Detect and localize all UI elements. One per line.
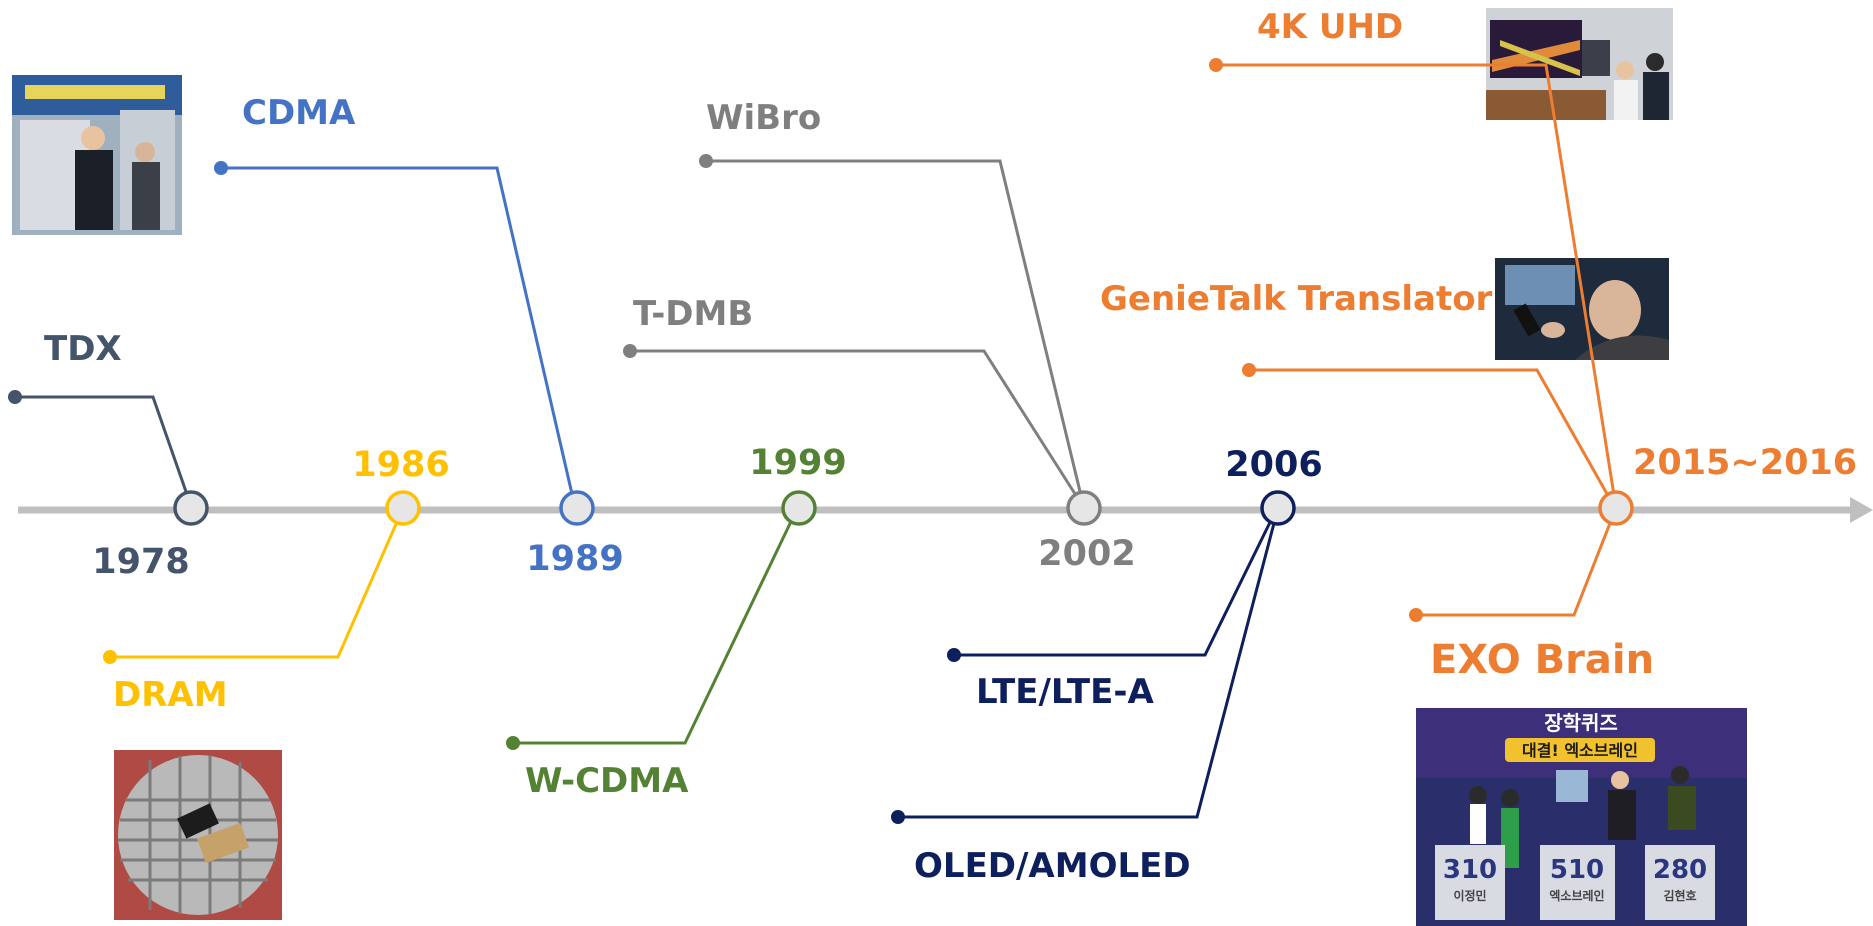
tech-label-oled: OLED/AMOLED bbox=[914, 846, 1191, 886]
exobrain-photo: 장학퀴즈 대결! 엑소브레인 310 510 280 이정민 엑소브레인 김현호 bbox=[1416, 708, 1747, 926]
node-1978 bbox=[173, 490, 209, 526]
node-1986 bbox=[385, 490, 421, 526]
year-label-1989: 1989 bbox=[526, 539, 623, 579]
connector-uhd bbox=[1216, 63, 1618, 509]
tech-label-dram: DRAM bbox=[113, 675, 228, 715]
tech-label-lte: LTE/LTE-A bbox=[976, 672, 1154, 712]
year-label-1986: 1986 bbox=[352, 445, 449, 485]
genietalk-photo bbox=[1495, 258, 1669, 360]
connector-genietalk bbox=[1249, 368, 1617, 509]
exobrain-name-mid: 엑소브레인 bbox=[1549, 888, 1604, 903]
tech-label-tdmb: T-DMB bbox=[633, 294, 753, 334]
exobrain-score-left: 310 bbox=[1443, 855, 1497, 885]
dot-cdma bbox=[214, 161, 228, 175]
year-label-2015-2016: 2015~2016 bbox=[1633, 443, 1857, 483]
connector-exobrain bbox=[1416, 507, 1618, 617]
dot-uhd bbox=[1209, 58, 1223, 72]
dot-wibro bbox=[699, 154, 713, 168]
exobrain-name-right: 김현호 bbox=[1663, 888, 1696, 903]
connector-tdmb bbox=[630, 349, 1086, 509]
connector-oled bbox=[898, 507, 1280, 819]
tech-label-uhd: 4K UHD bbox=[1257, 7, 1403, 47]
year-label-2002: 2002 bbox=[1038, 534, 1135, 574]
year-label-1999: 1999 bbox=[749, 443, 846, 483]
dot-tdmb bbox=[623, 344, 637, 358]
exobrain-sign-subtitle: 대결! 엑소브레인 bbox=[1522, 741, 1638, 760]
connector-cdma bbox=[221, 166, 577, 508]
dram-wafer-photo bbox=[114, 750, 282, 920]
timeline-axis bbox=[18, 497, 1873, 523]
exobrain-name-left: 이정민 bbox=[1453, 888, 1486, 903]
dot-oled bbox=[891, 810, 905, 824]
year-label-1978: 1978 bbox=[92, 542, 189, 582]
node-1989 bbox=[559, 490, 595, 526]
exobrain-score-right: 280 bbox=[1653, 855, 1707, 885]
dot-wcdma bbox=[506, 736, 520, 750]
connector-tdx bbox=[15, 395, 193, 507]
node-2002 bbox=[1066, 490, 1102, 526]
dot-exobrain bbox=[1409, 608, 1423, 622]
node-2006 bbox=[1260, 490, 1296, 526]
dot-genietalk bbox=[1242, 363, 1256, 377]
year-label-2006: 2006 bbox=[1225, 445, 1322, 485]
cdma-photo bbox=[12, 75, 182, 235]
connector-dram bbox=[110, 507, 405, 659]
node-2015 bbox=[1598, 490, 1634, 526]
dot-dram bbox=[103, 650, 117, 664]
tech-label-wibro: WiBro bbox=[706, 98, 821, 138]
tech-label-exobrain: EXO Brain bbox=[1430, 637, 1654, 683]
connector-wcdma bbox=[513, 508, 799, 745]
dot-lte bbox=[947, 648, 961, 662]
connector-wibro bbox=[706, 159, 1086, 509]
tech-label-tdx: TDX bbox=[44, 329, 122, 369]
tech-label-wcdma: W-CDMA bbox=[525, 761, 689, 801]
exobrain-sign-title: 장학퀴즈 bbox=[1544, 711, 1618, 735]
tech-label-cdma: CDMA bbox=[242, 93, 356, 133]
dot-tdx bbox=[8, 390, 22, 404]
connector-lte bbox=[954, 507, 1279, 657]
node-1999 bbox=[781, 490, 817, 526]
tech-label-genietalk: GenieTalk Translator bbox=[1100, 279, 1493, 319]
exobrain-score-mid: 510 bbox=[1550, 855, 1604, 885]
